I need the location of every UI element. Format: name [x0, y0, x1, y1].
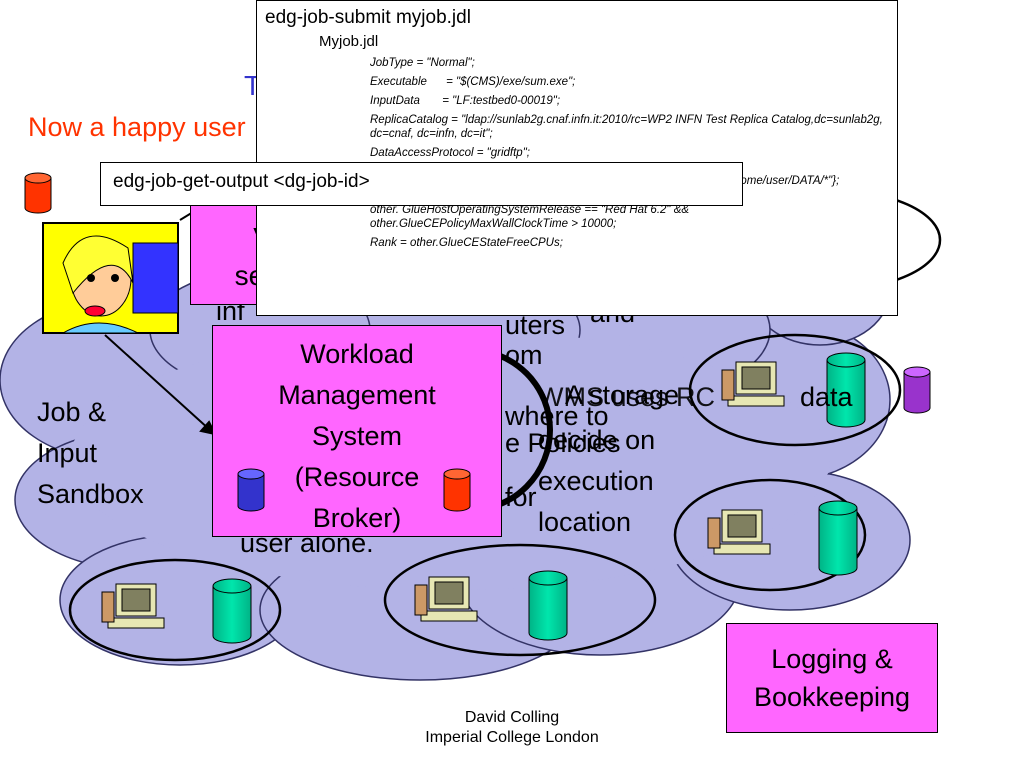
site-ring-right-bottom [673, 478, 867, 592]
replica-catalog-cylinder-icon [903, 366, 931, 414]
red-cylinder-icon [443, 468, 471, 512]
overlap-text-execution: execution [538, 466, 654, 496]
get-output-command: edg-job-get-output <dg-job-id> [113, 171, 370, 192]
storage-cylinder-icon [212, 578, 252, 644]
site-ring-right-middle [688, 333, 902, 447]
overlap-text-data: data [800, 382, 853, 412]
overlap-text-uters: uters [505, 310, 566, 340]
storage-cylinder-icon [528, 570, 568, 641]
footer: David Colling Imperial College London [380, 708, 644, 748]
blue-cylinder-icon [237, 468, 265, 512]
computer-icon [414, 576, 478, 622]
logging-bookkeeping-box: Logging & Bookkeeping [726, 623, 938, 733]
jdl-content: JobType = "Normal"; Executable = "$(CMS)… [370, 56, 890, 250]
footer-author: David Colling [464, 709, 560, 726]
jdl-line: Rank = other.GlueCEStateFreeCPUs; [370, 237, 563, 249]
job-get-output-box: edg-job-get-output <dg-job-id> [100, 162, 743, 206]
storage-cylinder-icon [826, 352, 866, 428]
overlap-text-for: for [505, 482, 537, 512]
happy-user-label: Now a happy user [28, 112, 246, 142]
site-ring-left-bottom [68, 558, 282, 662]
jdl-line: Executable = "$(CMS)/exe/sum.exe"; [370, 76, 576, 88]
jdl-line: DataAccessProtocol = "gridftp"; [370, 147, 530, 159]
computer-icon [707, 509, 771, 555]
jdl-filename: Myjob.jdl [319, 33, 379, 50]
overlap-text-om: om [505, 340, 543, 370]
computer-icon [101, 583, 165, 629]
overlap-text-location: location [538, 507, 632, 537]
overlap-text-where-to: where to [505, 401, 609, 431]
computer-icon [721, 361, 785, 407]
footer-institution: Imperial College London [425, 729, 599, 746]
jdl-line: other. GlueHostOperatingSystemRelease ==… [370, 204, 690, 230]
jdl-hidden-tail: home/user/DATA/*"}; [734, 175, 840, 187]
user-data-cylinder-icon [24, 172, 52, 214]
storage-cylinder-icon [818, 500, 858, 576]
site-ring-middle-bottom [383, 543, 657, 657]
overlap-text-a-storage: A storage [565, 380, 680, 410]
job-submit-box: edg-job-submit myjob.jdl Myjob.jdl JobTy… [256, 0, 898, 316]
overlap-text-wms-uses-rc: WMS uses RC [538, 382, 716, 412]
overlap-text-policies: e Policies [505, 428, 621, 458]
submit-command: edg-job-submit myjob.jdl [265, 7, 471, 28]
jdl-line: InputData = "LF:testbed0-00019"; [370, 95, 561, 107]
jdl-line: JobType = "Normal"; [370, 57, 475, 69]
happy-user-image [42, 222, 179, 334]
overlap-text-decide-on: decide on [538, 425, 656, 455]
job-input-sandbox-label: Job & Input Sandbox [37, 397, 144, 509]
jdl-line: ReplicaCatalog = "ldap://sunlab2g.cnaf.i… [370, 114, 883, 140]
